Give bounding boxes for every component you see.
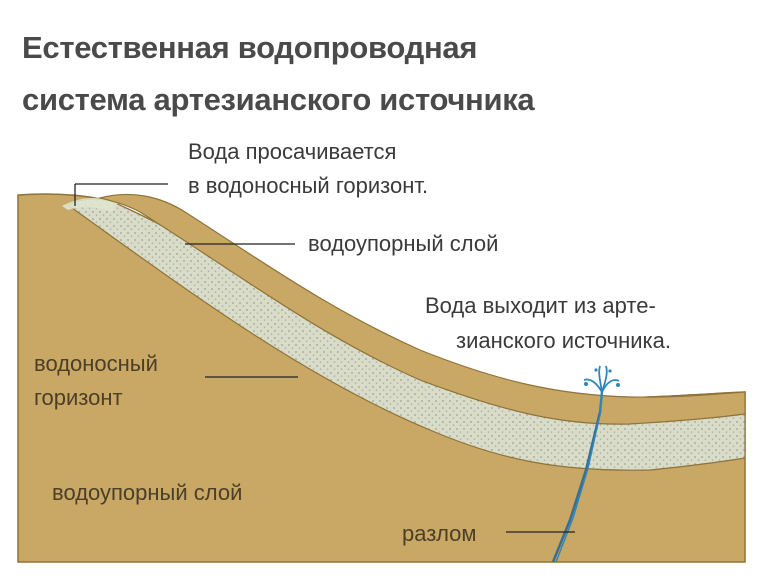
diagram-title-line1: Естественная водопроводная [22,30,478,65]
label-aquifer-line1: водоносный [34,351,158,376]
artesian-spring-icon [583,365,620,413]
upper-confining-layer [99,193,746,425]
label-outflow-line1: Вода выходит из арте- [425,293,656,318]
label-lower-confining-layer: водоупорный слой [52,480,243,505]
label-aquifer-line2: горизонт [34,385,123,410]
label-outflow-line2: зианского источника. [456,328,671,353]
fault-line [551,411,602,563]
label-fault: разлом [402,521,477,546]
label-seepage-line2: в водоносный горизонт. [188,173,429,198]
label-seepage-line1: Вода просачивается [188,139,397,164]
fault-water [555,409,602,563]
label-upper-confining-layer: водоупорный слой [308,231,499,256]
diagram-title-line2: система артезианского источника [22,82,535,117]
recharge-zone [62,197,118,212]
